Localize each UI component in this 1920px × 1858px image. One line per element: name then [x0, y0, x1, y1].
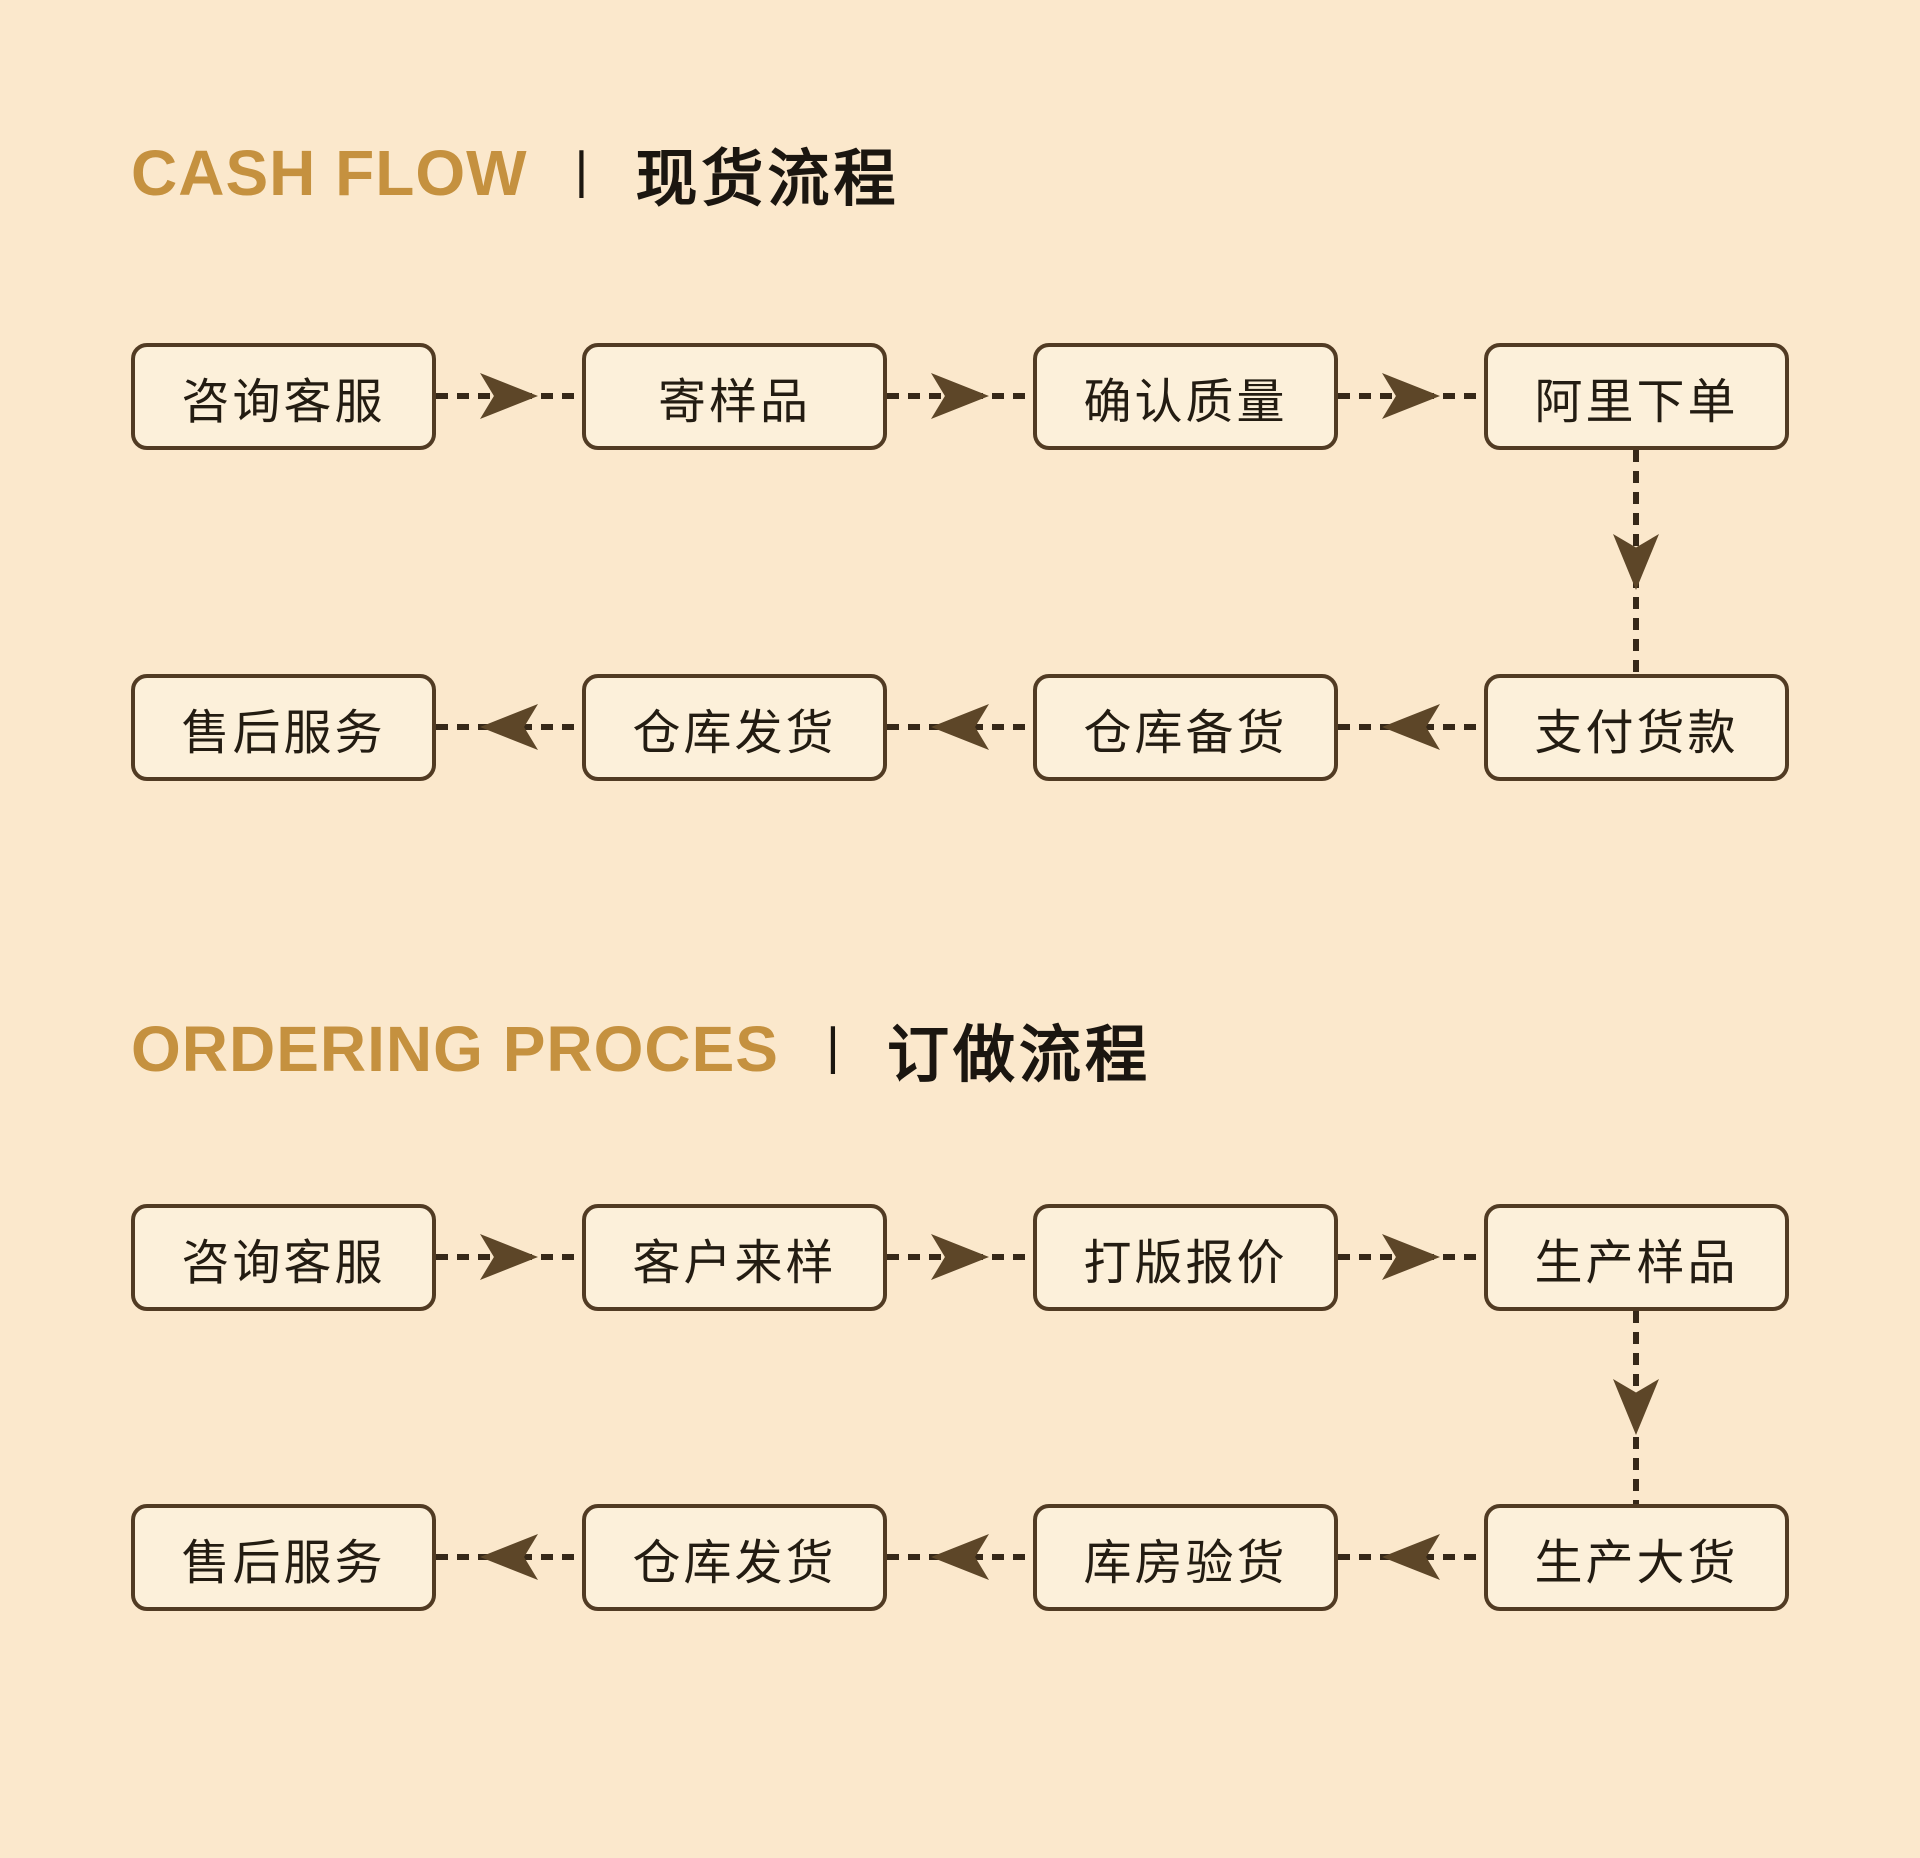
flow-box-warehouse-inspection: 库房验货	[1033, 1504, 1338, 1611]
section-title-cash-flow: CASH FLOW 丨 现货流程	[131, 128, 900, 218]
arrow-right-icon	[887, 371, 1033, 421]
arrow-left-icon	[436, 702, 582, 752]
flow-box-customer-sample: 客户来样	[582, 1204, 887, 1311]
flow-box-sampling-quotation: 打版报价	[1033, 1204, 1338, 1311]
flow-box-consult-service: 咨询客服	[131, 343, 436, 450]
arrow-left-icon	[1338, 1532, 1484, 1582]
title-chinese: 现货流程	[635, 145, 900, 214]
section-title-ordering-process: ORDERING PROCES 丨 订做流程	[131, 1004, 1151, 1094]
flow-box-consult-service: 咨询客服	[131, 1204, 436, 1311]
flow-box-produce-sample: 生产样品	[1484, 1204, 1789, 1311]
arrow-right-icon	[436, 1232, 582, 1282]
arrow-right-icon	[436, 371, 582, 421]
arrow-left-icon	[1338, 702, 1484, 752]
arrow-left-icon	[887, 702, 1033, 752]
arrow-down-icon	[1606, 450, 1666, 674]
arrow-right-icon	[887, 1232, 1033, 1282]
title-chinese: 订做流程	[886, 1021, 1151, 1090]
flow-box-bulk-production: 生产大货	[1484, 1504, 1789, 1611]
title-separator-icon: 丨	[555, 147, 608, 206]
flow-box-pay-for-goods: 支付货款	[1484, 674, 1789, 781]
flow-box-alibaba-order: 阿里下单	[1484, 343, 1789, 450]
title-separator-icon: 丨	[806, 1023, 859, 1082]
arrow-left-icon	[436, 1532, 582, 1582]
arrow-down-icon	[1606, 1311, 1666, 1504]
title-english: ORDERING PROCES	[131, 1013, 779, 1085]
arrow-right-icon	[1338, 371, 1484, 421]
flow-box-confirm-quality: 确认质量	[1033, 343, 1338, 450]
flow-box-warehouse-stocking: 仓库备货	[1033, 674, 1338, 781]
flow-box-send-sample: 寄样品	[582, 343, 887, 450]
arrow-right-icon	[1338, 1232, 1484, 1282]
flow-box-after-sales-service: 售后服务	[131, 674, 436, 781]
flow-box-warehouse-shipping: 仓库发货	[582, 674, 887, 781]
arrow-left-icon	[887, 1532, 1033, 1582]
flow-box-after-sales-service: 售后服务	[131, 1504, 436, 1611]
title-english: CASH FLOW	[131, 137, 528, 209]
flow-box-warehouse-shipping: 仓库发货	[582, 1504, 887, 1611]
